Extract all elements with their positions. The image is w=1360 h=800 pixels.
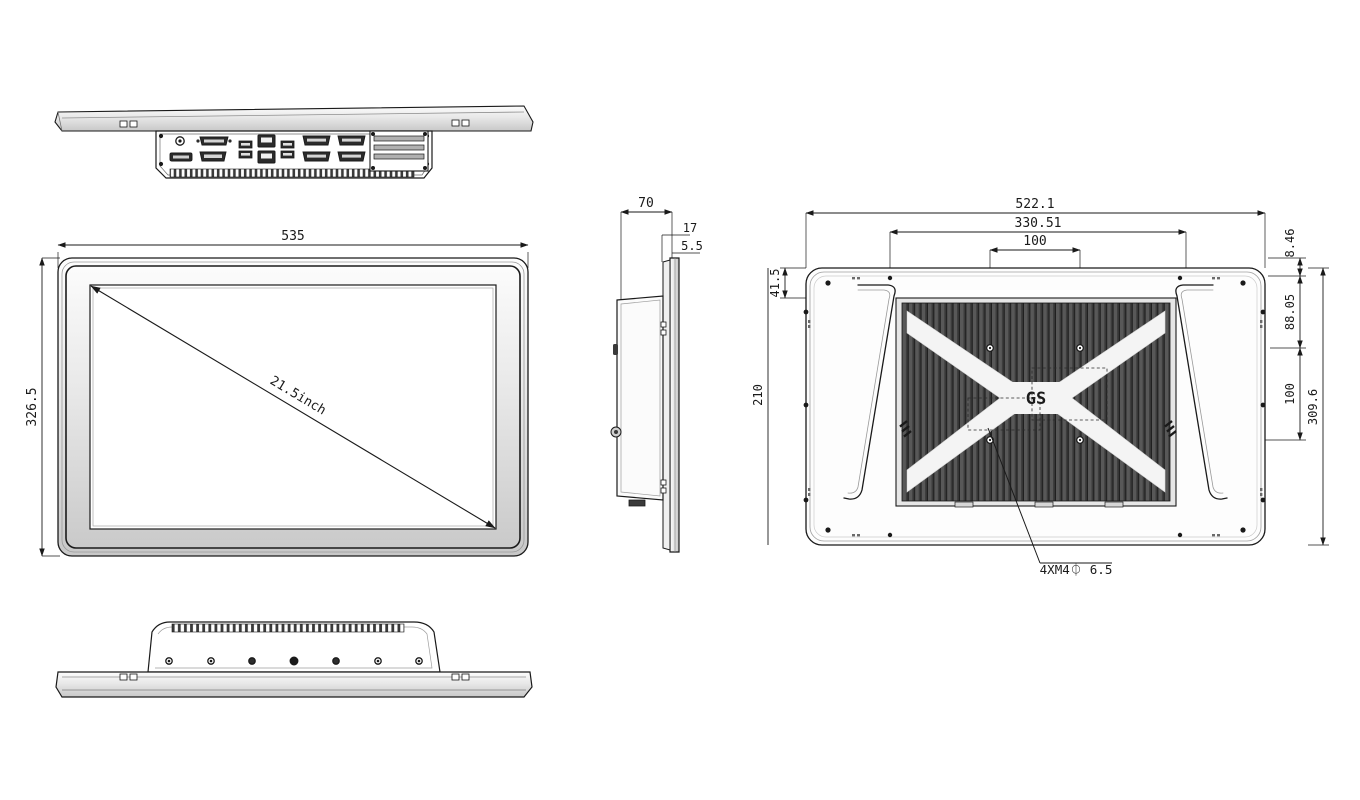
- bottom-bezel-slot-left-b: [129, 673, 138, 681]
- dim-rear-top-offset-label: 8.46: [1283, 229, 1297, 258]
- dim-side-depth-label: 70: [638, 196, 654, 211]
- chassis-screw-bl: [158, 161, 164, 167]
- dim-rear-upper-band: 88.05: [1270, 275, 1306, 349]
- vga-port-icon: [196, 136, 232, 146]
- side-front-bezel: [662, 259, 671, 551]
- dim-front-width: 535: [57, 229, 529, 268]
- expansion-slot-group: [369, 130, 429, 172]
- view-side: 70 17 5.5: [610, 196, 703, 553]
- vesa-mounting-holes: [986, 344, 1084, 444]
- side-vent-lower-b: [660, 487, 667, 494]
- dim-side-bezel: 17: [661, 221, 697, 262]
- rear-small-vent-marks: [808, 277, 1263, 537]
- bottom-bezel-slot-right-b: [461, 673, 470, 681]
- dim-rear-left-height: 210: [751, 268, 769, 545]
- dim-front-width-label: 535: [281, 229, 304, 244]
- dim-side-bezel-label: 17: [683, 221, 697, 235]
- dim-rear-vesa-vertical-label: 100: [1283, 383, 1297, 405]
- dim-side-glass: 5.5: [672, 239, 703, 254]
- side-vent-upper-a: [660, 321, 667, 328]
- top-bezel-slab: [54, 105, 534, 132]
- dim-rear-upper-band-label: 88.05: [1283, 294, 1297, 330]
- displayport-icon: [169, 152, 193, 162]
- front-bezel-inner-edge: [65, 265, 521, 549]
- brand-logo-text: GS: [1026, 389, 1046, 409]
- expansion-slot-1: [373, 135, 425, 142]
- rear-heatsink: GS: [895, 297, 1177, 508]
- dim-rear-left-height-label: 210: [751, 384, 765, 406]
- dim-rear-overall-width: 522.1: [805, 197, 1266, 268]
- dim-side-glass-label: 5.5: [681, 239, 703, 253]
- bottom-bezel-slab: [55, 671, 533, 698]
- side-chassis-body: [616, 295, 664, 501]
- bottom-vent-strip: [172, 624, 404, 632]
- stand-bracket-right: [1175, 284, 1228, 500]
- hdmi-port-icon: [199, 151, 227, 162]
- side-vent-upper-b: [660, 329, 667, 336]
- bottom-chassis-body: [147, 621, 441, 673]
- dim-rear-inner-width-label: 330.51: [1015, 216, 1062, 231]
- expansion-slot-3: [373, 153, 425, 160]
- usb-stack-left: [238, 140, 253, 159]
- dim-front-height-label: 326.5: [25, 387, 40, 426]
- top-bezel-slot-right-b: [461, 119, 470, 127]
- usb-stack-right: [280, 140, 295, 159]
- side-button-icon: [613, 344, 618, 355]
- dim-rear-overall-width-label: 522.1: [1015, 197, 1054, 212]
- heatsink-grille-right: [1164, 420, 1177, 438]
- dim-rear-left-top-label: 41.5: [768, 269, 782, 298]
- stand-bracket-left: [843, 284, 896, 500]
- front-bezel-highlight: [61, 261, 525, 553]
- view-rear: 522.1 330.51 100 8.46 88.05: [751, 197, 1329, 577]
- side-chassis-inner: [620, 299, 661, 497]
- heatsink-grille-left: [899, 420, 912, 438]
- rear-housing-mid: [809, 271, 1262, 542]
- view-bottom: [55, 621, 533, 698]
- top-bezel-slot-right-a: [451, 119, 460, 127]
- side-front-glass: [669, 257, 680, 553]
- dim-front-height: 326.5: [25, 257, 60, 557]
- bottom-screw-holes: [165, 656, 423, 666]
- com-port-grid: [302, 135, 366, 162]
- top-vent-strip: [170, 169, 414, 177]
- lan-port-stack: [257, 134, 276, 164]
- dim-rear-overall-height-label: 309.6: [1306, 389, 1320, 425]
- view-top: [54, 105, 534, 179]
- top-bezel-slot-left-b: [129, 120, 138, 128]
- side-vent-lower-a: [660, 479, 667, 486]
- bottom-bezel-slot-left-a: [119, 673, 128, 681]
- rear-perimeter-screws: [803, 275, 1266, 538]
- vesa-callout-label: 4XM4⏁ 6.5: [1040, 562, 1113, 577]
- side-bottom-connector: [628, 499, 646, 507]
- chassis-screw-tl: [158, 133, 164, 139]
- dim-rear-vesa-horizontal-label: 100: [1023, 234, 1046, 249]
- expansion-slot-2: [373, 144, 425, 151]
- vesa-callout: 4XM4⏁ 6.5: [987, 427, 1113, 577]
- hidden-outline-right: [1031, 367, 1108, 421]
- bottom-chassis-inner: [155, 626, 433, 669]
- view-front: 535 326.5 21.5inch: [25, 229, 529, 557]
- dim-rear-overall-height: 309.6: [1306, 267, 1329, 546]
- hidden-outline-left: [967, 397, 1041, 431]
- rear-housing-inner: [813, 275, 1258, 538]
- bottom-bezel-slot-right-a: [451, 673, 460, 681]
- top-bezel-slot-left-a: [119, 120, 128, 128]
